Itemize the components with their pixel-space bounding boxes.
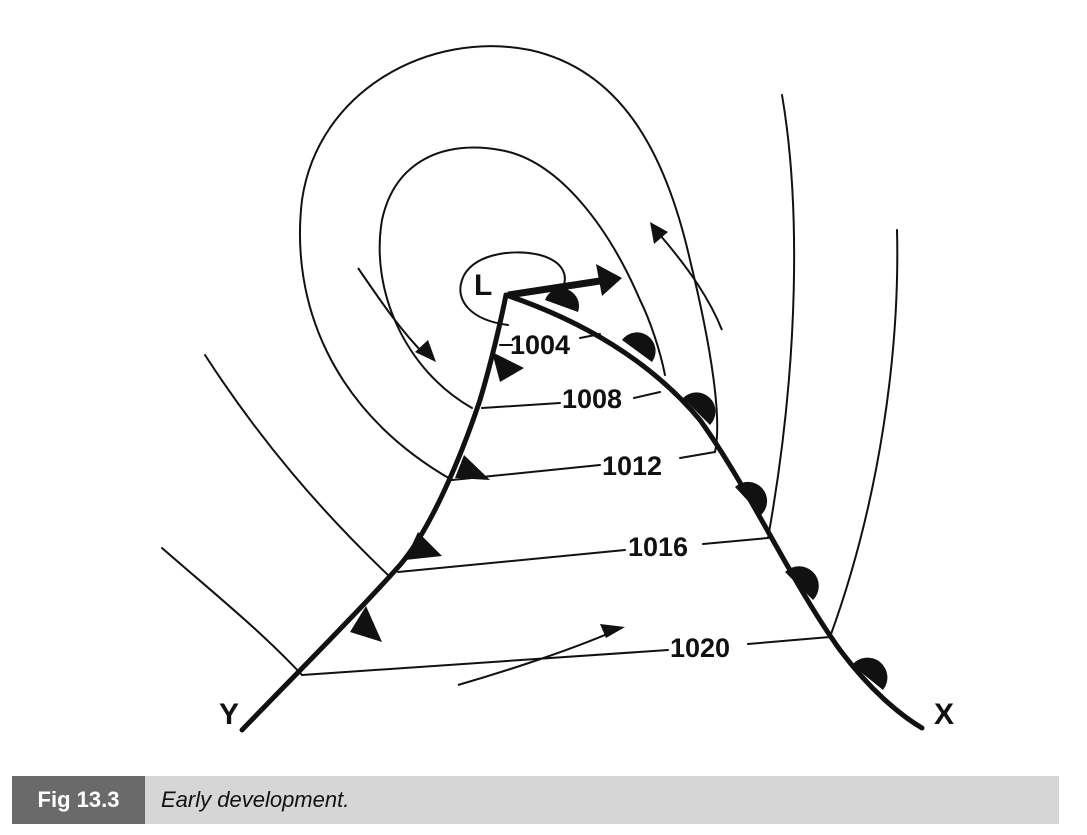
wind-arrowhead-northeast bbox=[650, 222, 668, 244]
isobar-label-1004: 1004 bbox=[510, 330, 570, 360]
warm-front-semicircle bbox=[852, 657, 888, 690]
wind-arrow-northwest bbox=[357, 267, 426, 356]
isobar-label-1008: 1008 bbox=[562, 384, 622, 414]
isobar-1016-east bbox=[767, 94, 796, 539]
cold-front-triangle bbox=[492, 352, 524, 382]
figure-title: Early development. bbox=[161, 787, 350, 812]
isobar-1008-warm bbox=[481, 402, 561, 409]
cold-front-symbols bbox=[350, 352, 524, 642]
wind-arrowhead-south bbox=[600, 624, 625, 638]
cold-front-triangle bbox=[350, 606, 382, 642]
isobar-1020-warm bbox=[301, 649, 669, 676]
cold-front-line bbox=[239, 292, 509, 733]
isobar-1004-loop bbox=[459, 251, 566, 326]
wind-arrow-northeast bbox=[659, 234, 723, 331]
isobar-1020-east bbox=[829, 229, 899, 638]
warm-front-semicircle bbox=[545, 288, 580, 312]
isobar-label-1016: 1016 bbox=[628, 532, 688, 562]
point-label-y: Y bbox=[219, 698, 239, 731]
isobar-label-1012: 1012 bbox=[602, 451, 662, 481]
isobar-1016-west bbox=[204, 354, 389, 576]
low-pressure-label: L bbox=[474, 269, 492, 302]
isobar-1012-loop bbox=[298, 45, 719, 481]
wind-arrowhead-northwest bbox=[415, 340, 436, 362]
wind-arrow-south bbox=[457, 631, 613, 686]
isobar-1008-warm-b bbox=[633, 391, 661, 399]
isobar-1020-west bbox=[161, 547, 303, 676]
isobar-1016-warm bbox=[397, 549, 626, 573]
warm-front-semicircle bbox=[683, 392, 716, 425]
warm-front-semicircle bbox=[622, 332, 656, 362]
point-label-x: X bbox=[934, 698, 954, 731]
isobar-label-1020: 1020 bbox=[670, 633, 730, 663]
warm-front-symbols bbox=[545, 288, 888, 690]
figure-number: Fig 13.3 bbox=[12, 776, 145, 824]
warm-front-semicircle bbox=[785, 566, 819, 600]
depression-diagram: L 1004 1008 1012 1016 1020 Y X bbox=[161, 45, 954, 733]
low-motion-arrow bbox=[507, 277, 601, 299]
cold-front-triangle bbox=[455, 455, 490, 480]
cold-front-triangle bbox=[405, 532, 442, 560]
isobar-1016-warm-b bbox=[702, 537, 769, 545]
isobar-1020-warm-b bbox=[747, 636, 831, 645]
isobar-1012-warm-b bbox=[679, 451, 716, 459]
low-motion-arrowhead bbox=[596, 264, 622, 296]
figure-caption: Fig 13.3 Early development. bbox=[12, 776, 1059, 824]
isobar-1008-loop bbox=[378, 146, 666, 409]
warm-front-semicircle bbox=[735, 481, 768, 515]
